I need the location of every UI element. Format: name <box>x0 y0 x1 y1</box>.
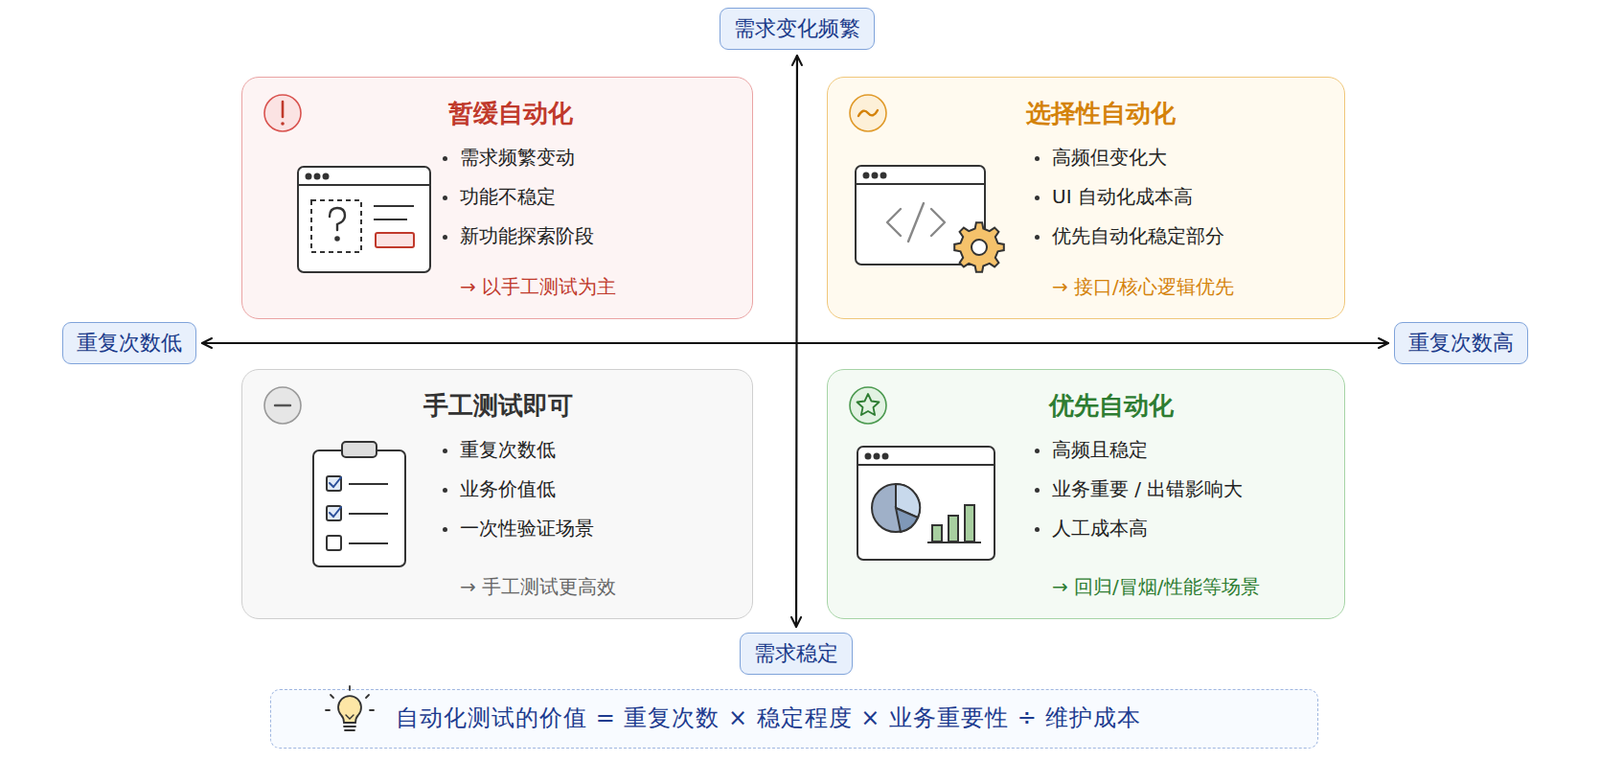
quadrant-title: 手工测试即可 <box>423 388 573 423</box>
tilde-icon <box>849 94 887 132</box>
axis-label-box: 需求变化频繁 <box>719 7 875 50</box>
quadrant-title: 优先自动化 <box>1049 388 1174 423</box>
quadrant-title: 选择性自动化 <box>1026 96 1176 131</box>
checklist-clipboard <box>313 441 406 567</box>
axis-label-box: 重复次数低 <box>62 321 197 365</box>
bullet-item: 业务价值低 <box>440 476 556 503</box>
star-icon <box>849 387 887 424</box>
bullet-item: 高频但变化大 <box>1032 144 1167 171</box>
bullet-item: 需求频繁变动 <box>440 144 575 171</box>
axis-label: 需求稳定 <box>740 633 852 674</box>
conclusion-note: → 以手工测试为主 <box>459 274 617 300</box>
gear-symbol <box>954 222 1005 273</box>
minus-icon <box>264 387 301 424</box>
bullet-item: UI 自动化成本高 <box>1032 183 1193 210</box>
axis-label: 重复次数高 <box>1394 322 1528 364</box>
chart-window <box>857 446 995 560</box>
formula-box: 自动化测试的价值 = 重复次数 × 稳定程度 × 业务重要性 ÷ 维护成本 <box>270 688 1319 749</box>
bullet-item: 业务重要 / 出错影响大 <box>1032 476 1243 503</box>
quadrant-title: 暂缓自动化 <box>448 96 573 131</box>
conclusion-note: → 接口/核心逻辑优先 <box>1051 274 1235 300</box>
conclusion-note: → 回归/冒烟/性能等场景 <box>1051 573 1260 600</box>
axis-arrow <box>795 55 799 627</box>
bullet-item: 功能不稳定 <box>440 183 556 210</box>
bullet-item: 重复次数低 <box>440 436 556 463</box>
axis-label: 需求变化频繁 <box>720 8 874 49</box>
unstable-window <box>297 166 431 273</box>
bullet-item: 优先自动化稳定部分 <box>1032 223 1225 250</box>
bullet-item: 新功能探索阶段 <box>440 223 595 250</box>
axis-label: 重复次数低 <box>63 322 196 364</box>
bullet-item: 高频且稳定 <box>1032 436 1148 463</box>
warning-icon <box>264 94 301 132</box>
axis-label-box: 重复次数高 <box>1394 321 1529 365</box>
formula-text: 自动化测试的价值 = 重复次数 × 稳定程度 × 业务重要性 ÷ 维护成本 <box>395 702 1142 733</box>
axis-label-box: 需求稳定 <box>739 632 853 675</box>
bullet-item: 人工成本高 <box>1032 515 1148 542</box>
conclusion-note: → 手工测试更高效 <box>459 573 617 600</box>
axis-arrow <box>202 342 1389 344</box>
bullet-item: 一次性验证场景 <box>440 515 595 542</box>
